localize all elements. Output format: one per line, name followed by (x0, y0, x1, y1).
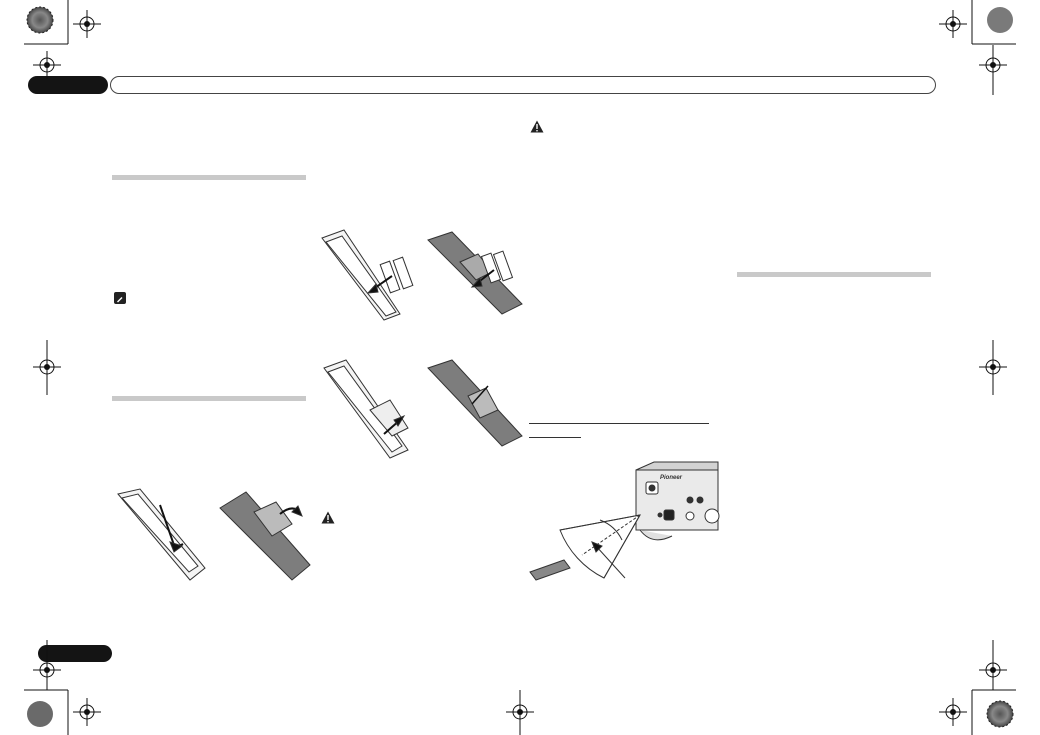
remote-close-cover-dark-illustration (427, 359, 523, 447)
section-rule-left-1 (112, 175, 306, 180)
color-wheel-icon (987, 7, 1013, 33)
section-rule-left-2 (112, 396, 306, 401)
heading-underline-2 (529, 437, 581, 438)
caution-triangle-icon (321, 511, 335, 524)
chapter-tab (28, 76, 108, 94)
color-wheel-icon (986, 700, 1014, 728)
device-brand-label: Pioneer (660, 475, 683, 481)
note-pencil-icon (114, 292, 126, 304)
color-wheel-icon (27, 701, 53, 727)
remote-insert-batteries-illustration (321, 229, 414, 321)
remote-cover-lift-illustration (219, 491, 311, 581)
operating-range-illustration: Pioneer (529, 461, 720, 581)
remote-insert-batteries-dark-illustration (427, 231, 523, 315)
crop-marks (24, 0, 1016, 735)
header-bar (110, 76, 936, 94)
registration-mark-icon (72, 697, 102, 727)
registration-mark-icon (938, 697, 968, 727)
remote-cover-open-illustration (117, 488, 206, 581)
remote-close-cover-illustration (323, 359, 409, 459)
section-rule-right (737, 272, 931, 277)
heading-underline-1 (529, 423, 709, 424)
page-number-tab (38, 645, 112, 662)
registration-mark-icon (938, 9, 968, 39)
caution-triangle-icon (530, 120, 544, 133)
registration-mark-icon (72, 9, 102, 39)
registration-mark-icon (32, 50, 62, 80)
color-wheel-icon (26, 6, 54, 34)
